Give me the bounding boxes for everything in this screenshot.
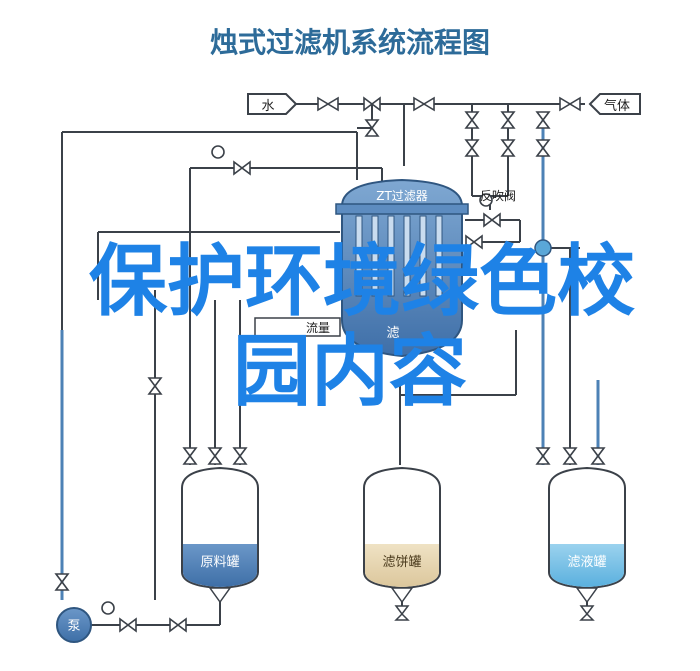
backwash-label: 反吹阀 (480, 189, 516, 203)
svg-text:泵: 泵 (67, 619, 80, 634)
filtrate-mark: 滤 (386, 326, 399, 341)
pump: 泵 (56, 607, 92, 643)
svg-text:原料罐: 原料罐 (200, 555, 239, 570)
gas-inlet: 气体 (588, 93, 641, 115)
tank-cake: 滤饼罐 (363, 466, 441, 621)
svg-text:水: 水 (261, 99, 274, 114)
valves (54, 96, 606, 633)
svg-text:气体: 气体 (604, 98, 630, 114)
water-inlet: 水 (247, 93, 298, 115)
zt-filter-vessel: ZT过滤器 滤 (335, 178, 469, 358)
svg-text:滤液罐: 滤液罐 (567, 555, 606, 570)
gauges (101, 145, 493, 615)
filter-candles (355, 215, 443, 297)
sight-glass (534, 239, 552, 257)
filter-label: ZT过滤器 (376, 189, 428, 203)
tank-raw: 原料罐 (181, 466, 259, 604)
watermark-overlay: 保护环境绿色校 园内容 (89, 237, 635, 417)
flow-meter: 流量 (254, 317, 341, 337)
overlay-line-2: 园内容 (233, 327, 467, 417)
svg-text:流量: 流量 (306, 321, 330, 335)
diagram-title: 烛式过滤机系统流程图 (210, 26, 490, 59)
overlay-line-1: 保护环境绿色校 (89, 237, 635, 327)
svg-text:滤饼罐: 滤饼罐 (382, 555, 421, 570)
tank-filtrate: 滤液罐 (548, 466, 626, 621)
